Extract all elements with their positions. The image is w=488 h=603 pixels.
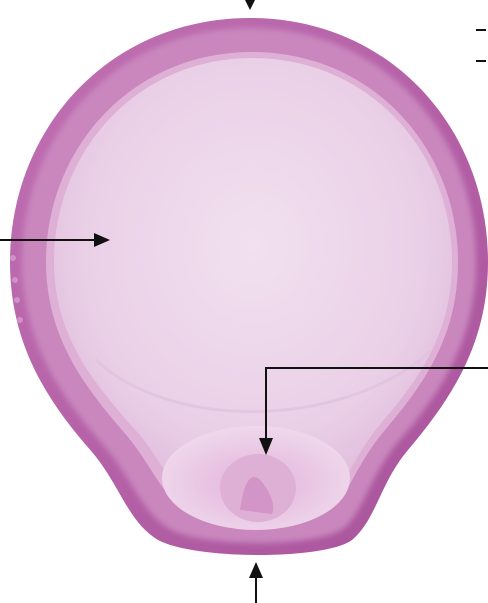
bottom-pointer-arrow [249, 562, 263, 603]
right-leader-ticks [476, 30, 486, 61]
top-pointer-arrow [244, 0, 256, 10]
